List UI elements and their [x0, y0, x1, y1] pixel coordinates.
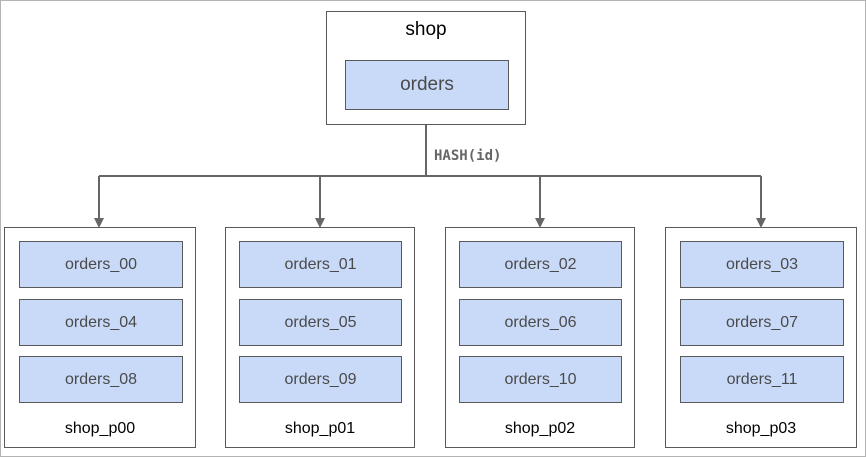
- partition-table: orders_08: [19, 356, 183, 403]
- partition-table: orders_02: [459, 241, 622, 288]
- partition-box-p03: orders_03 orders_07 orders_11 shop_p03: [665, 227, 857, 448]
- partition-table: orders_01: [239, 241, 402, 288]
- partition-name: shop_p02: [504, 420, 576, 437]
- partition-box-p02: orders_02 orders_06 orders_10 shop_p02: [445, 227, 635, 448]
- partition-box-p00: orders_00 orders_04 orders_08 shop_p00: [4, 227, 196, 448]
- partition-table: orders_11: [680, 356, 844, 403]
- partition-table: orders_09: [239, 356, 402, 403]
- partition-table: orders_00: [19, 241, 183, 288]
- partition-box-p01: orders_01 orders_05 orders_09 shop_p01: [225, 227, 415, 448]
- partition-name: shop_p03: [725, 420, 797, 437]
- partition-table: orders_03: [680, 241, 844, 288]
- partition-table: orders_05: [239, 299, 402, 346]
- root-database-title: shop: [405, 19, 447, 40]
- root-database-box: shop orders: [326, 11, 526, 125]
- partition-table: orders_06: [459, 299, 622, 346]
- hash-label: HASH(id): [434, 148, 502, 164]
- partition-table: orders_04: [19, 299, 183, 346]
- partition-table: orders_07: [680, 299, 844, 346]
- partition-table: orders_10: [459, 356, 622, 403]
- partition-name: shop_p00: [64, 420, 136, 437]
- root-table: orders: [345, 60, 509, 110]
- partition-name: shop_p01: [284, 420, 356, 437]
